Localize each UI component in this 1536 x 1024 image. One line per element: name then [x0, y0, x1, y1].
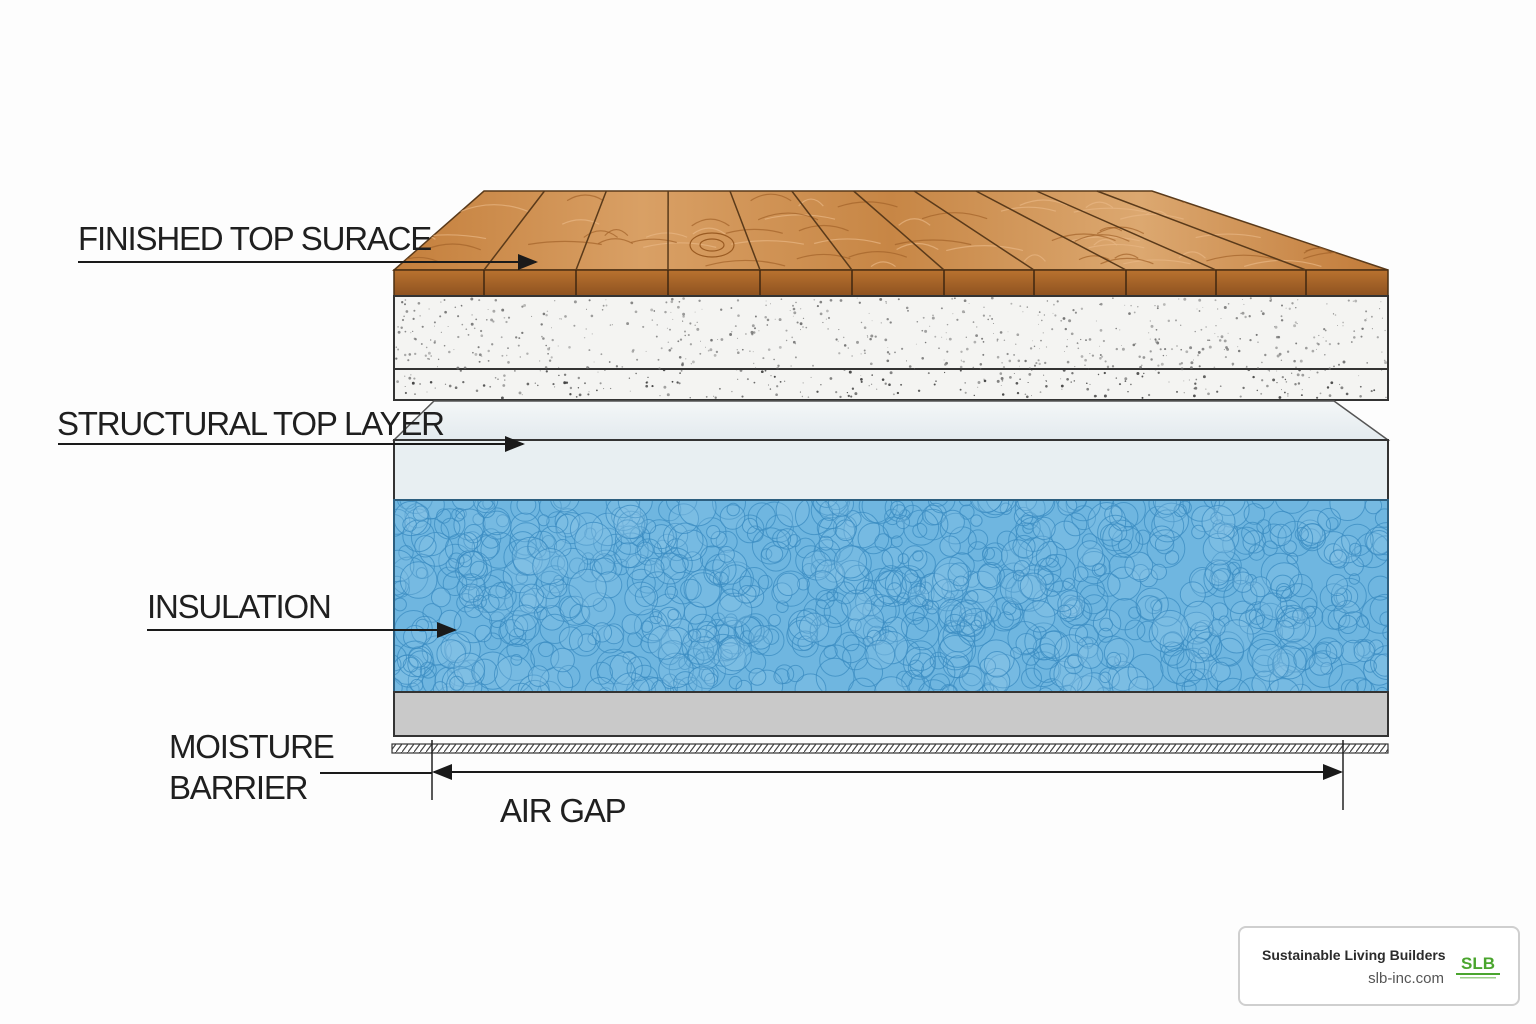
subfloor-layer [393, 295, 1389, 401]
slb-logo-icon: SLB [1456, 954, 1500, 979]
label-air-gap: AIR GAP [500, 792, 626, 829]
label-barrier: BARRIER [169, 769, 308, 806]
plank-seams [483, 190, 1307, 296]
subfloor-speckles [395, 296, 1388, 400]
wood-grain [399, 191, 1388, 268]
wood-top-surface [392, 190, 1389, 271]
brand-card: Sustainable Living Builders slb-inc.com … [1238, 926, 1520, 1006]
label-insulation: INSULATION [147, 588, 331, 625]
label-finished-top-surface: FINISHED TOP SURACE [78, 220, 431, 257]
moisture-barrier-strip [391, 743, 1389, 754]
brand-name: Sustainable Living Builders [1262, 947, 1446, 963]
wood-front-edge [393, 269, 1389, 297]
label-moisture: MOISTURE [169, 728, 334, 765]
label-structural-top-layer: STRUCTURAL TOP LAYER [57, 405, 444, 442]
base-board-layer [393, 691, 1389, 737]
svg-text:SLB: SLB [1461, 954, 1495, 973]
insulation-cells [394, 500, 1388, 692]
structural-layer-front [393, 439, 1389, 501]
brand-url: slb-inc.com [1368, 970, 1444, 987]
structural-layer-top [392, 400, 1391, 441]
